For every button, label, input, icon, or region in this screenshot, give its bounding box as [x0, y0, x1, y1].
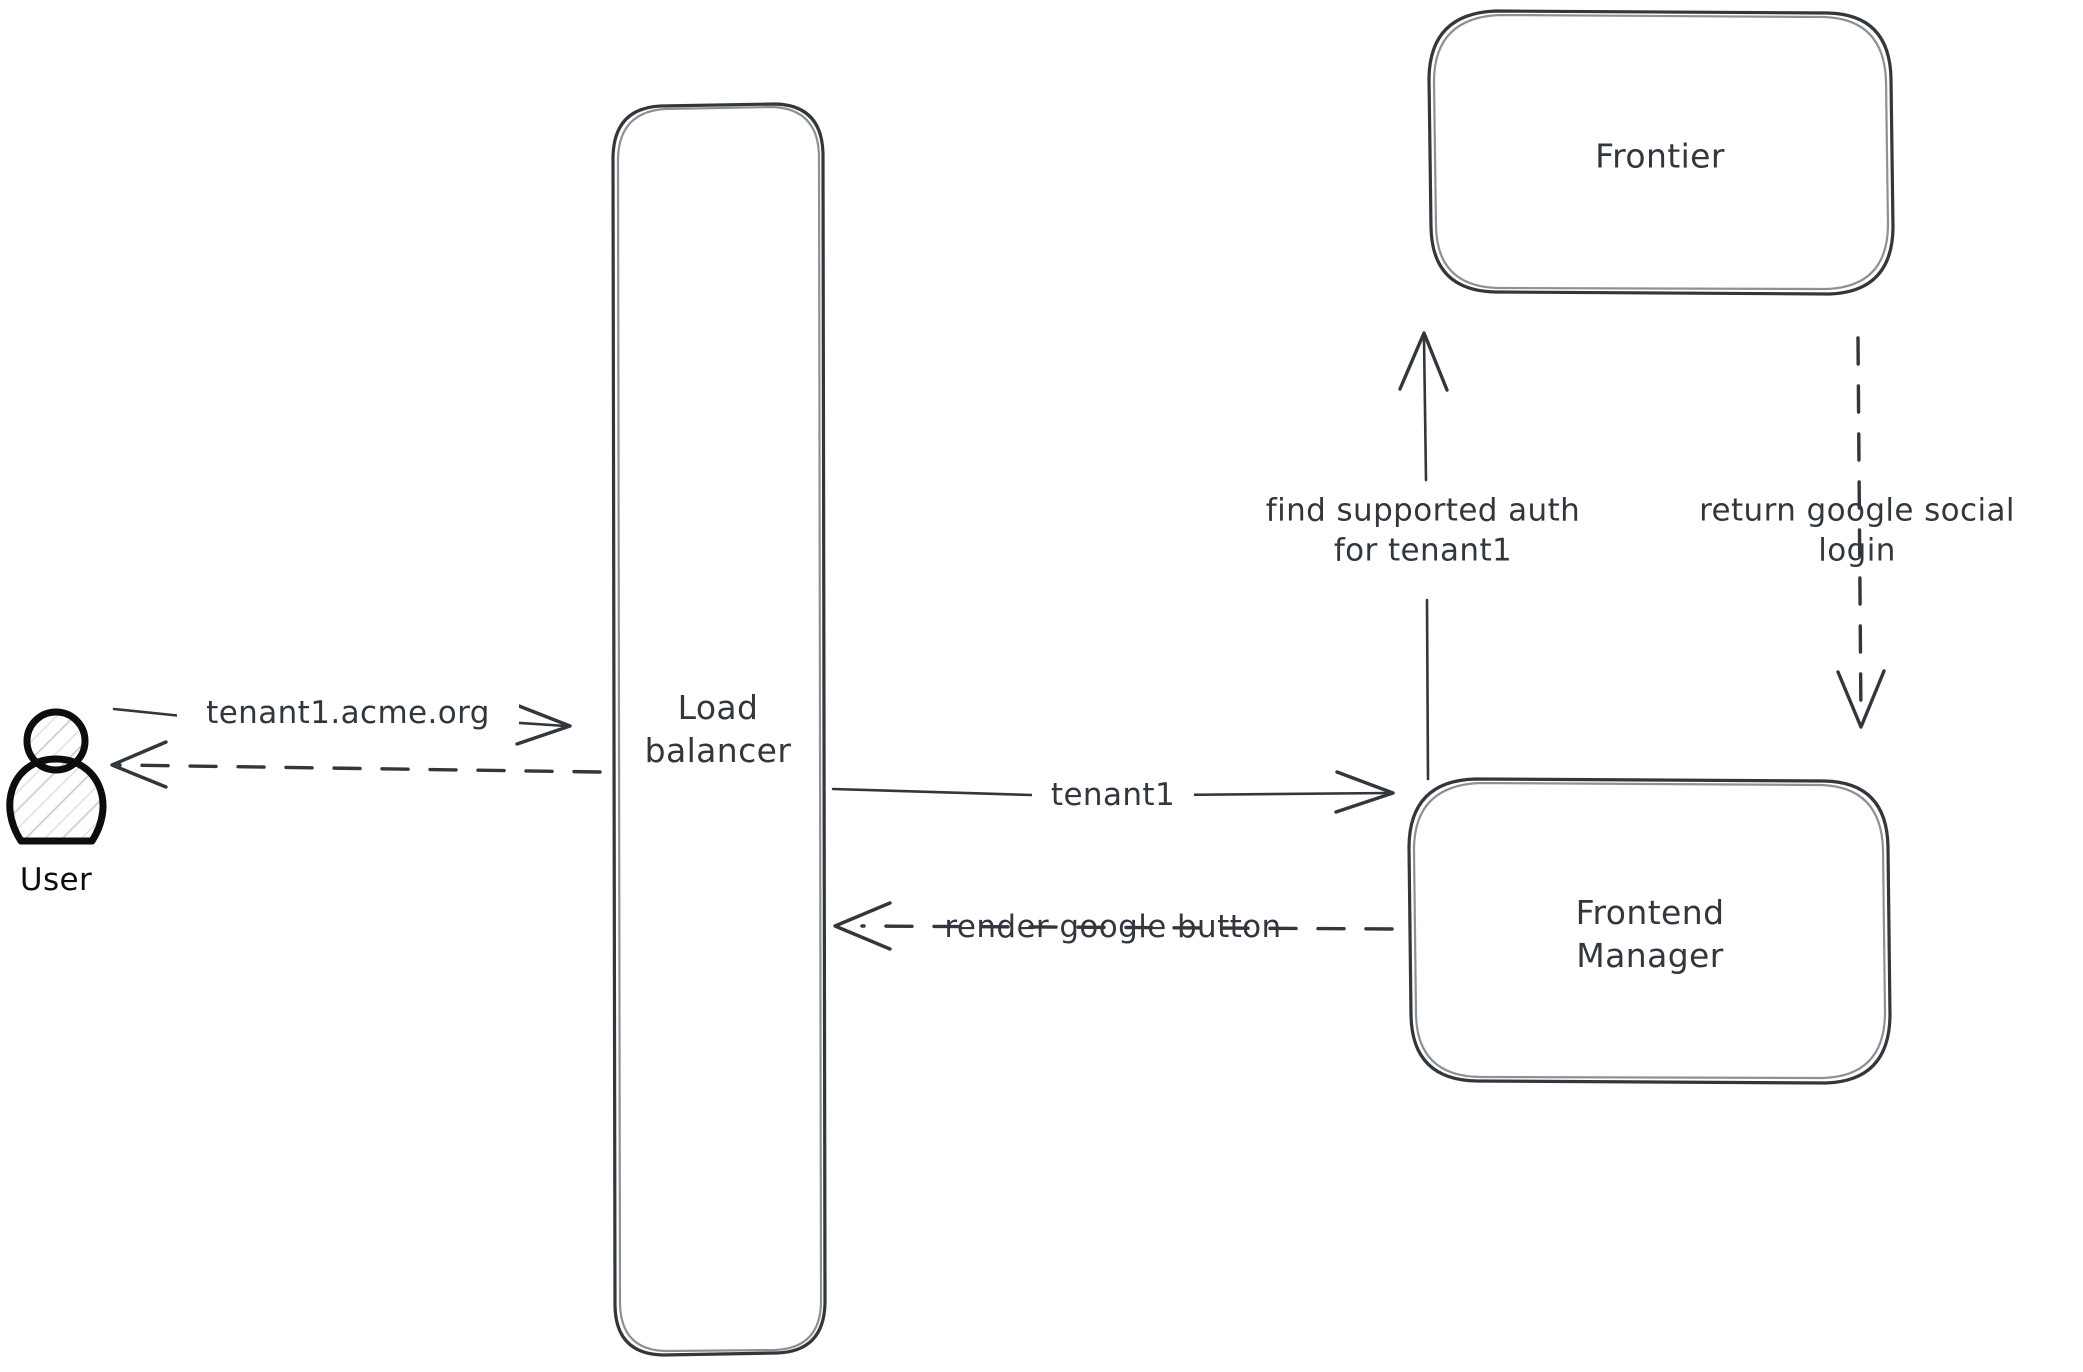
actor-user[interactable] [6, 708, 107, 845]
edge-lb-to-fm [831, 770, 1395, 814]
edge-fm-to-frontier [1398, 331, 1449, 781]
node-frontend-manager[interactable] [1407, 777, 1892, 1085]
node-load-balancer[interactable] [611, 102, 827, 1357]
edge-frontier-to-fm [1836, 336, 1886, 729]
edge-fm-to-lb [833, 901, 1394, 951]
node-frontier[interactable] [1427, 9, 1895, 296]
edge-user-to-lb [112, 704, 572, 746]
edge-lb-to-user [110, 740, 602, 789]
